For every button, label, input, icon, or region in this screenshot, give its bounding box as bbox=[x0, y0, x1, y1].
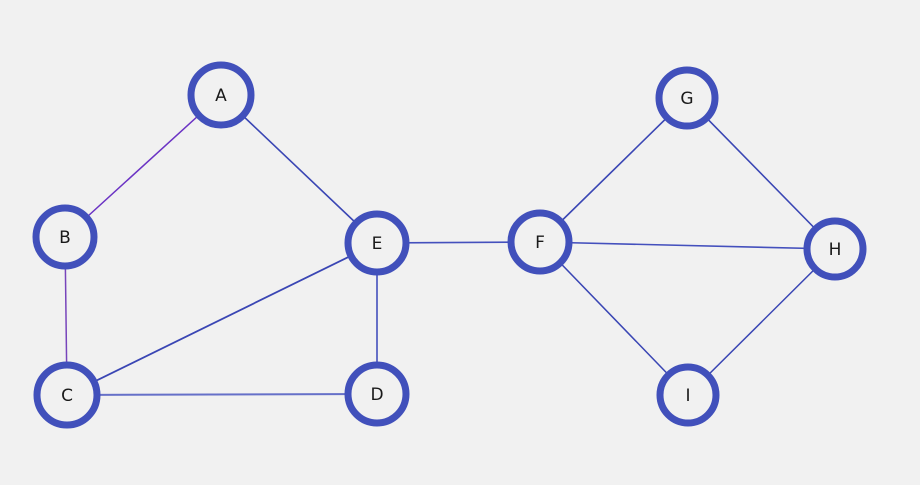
node-circle-a[interactable] bbox=[187, 61, 255, 129]
graph-node-f[interactable]: F bbox=[507, 209, 573, 275]
node-label-d: D bbox=[370, 385, 383, 405]
node-label-e: E bbox=[372, 234, 383, 254]
graph-edge-a-b[interactable] bbox=[64, 94, 222, 238]
graph-edge-g-h[interactable] bbox=[686, 97, 836, 250]
node-circle-e[interactable] bbox=[344, 210, 410, 276]
graph-node-g[interactable]: G bbox=[655, 66, 719, 130]
graph-node-b[interactable]: B bbox=[32, 204, 98, 270]
node-circle-d[interactable] bbox=[344, 361, 410, 427]
graph-node-i[interactable]: I bbox=[656, 363, 720, 427]
graph-edge-a-e[interactable] bbox=[220, 94, 378, 244]
node-label-i: I bbox=[685, 386, 690, 406]
node-label-c: C bbox=[61, 386, 73, 406]
node-circle-g[interactable] bbox=[655, 66, 719, 130]
node-label-a: A bbox=[215, 86, 227, 106]
node-layer: A B C D E F G H I bbox=[32, 61, 867, 429]
node-circle-f[interactable] bbox=[507, 209, 573, 275]
graph-node-a[interactable]: A bbox=[187, 61, 255, 129]
node-circle-b[interactable] bbox=[32, 204, 98, 270]
graph-node-c[interactable]: C bbox=[33, 361, 101, 429]
graph-edge-f-h[interactable] bbox=[539, 241, 836, 250]
edge-layer bbox=[64, 94, 836, 396]
node-label-b: B bbox=[59, 228, 71, 248]
graph-edge-c-d[interactable] bbox=[66, 393, 378, 396]
graph-node-e[interactable]: E bbox=[344, 210, 410, 276]
graph-node-d[interactable]: D bbox=[344, 361, 410, 427]
node-circle-i[interactable] bbox=[656, 363, 720, 427]
node-label-h: H bbox=[829, 240, 842, 260]
node-circle-h[interactable] bbox=[803, 217, 867, 281]
graph-edge-f-g[interactable] bbox=[539, 97, 688, 243]
node-circle-c[interactable] bbox=[33, 361, 101, 429]
graph-edge-c-e[interactable] bbox=[66, 242, 378, 396]
graph-edge-f-i[interactable] bbox=[539, 241, 689, 396]
graph-node-h[interactable]: H bbox=[803, 217, 867, 281]
node-label-f: F bbox=[535, 233, 545, 253]
node-label-g: G bbox=[680, 89, 693, 109]
graph-edge-h-i[interactable] bbox=[687, 248, 836, 396]
